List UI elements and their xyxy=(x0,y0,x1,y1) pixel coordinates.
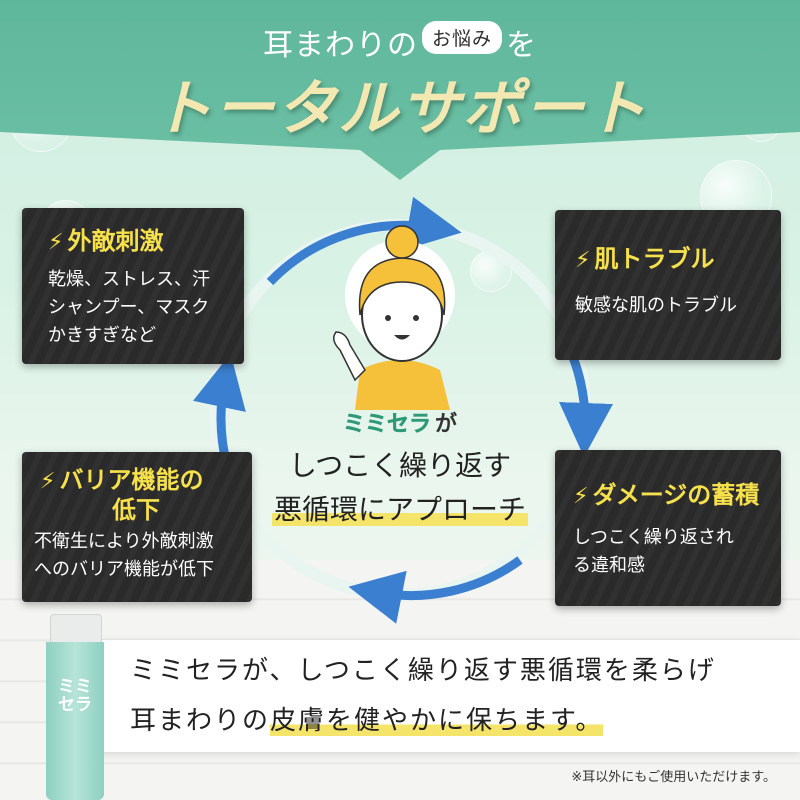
box-damage-accumulation: ⚡ダメージの蓄積 しつこく繰り返され る違和感 xyxy=(555,450,781,606)
header-title: トータルサポート xyxy=(152,74,648,144)
header-subtitle: 耳まわりのお悩みを xyxy=(0,20,800,64)
box-body: 乾燥、ストレス、汗 シャンプー、マスク かきすぎなど xyxy=(48,269,210,346)
character-illustration xyxy=(333,225,450,410)
box-title: ⚡バリア機能の 低下 xyxy=(40,466,204,524)
lightning-icon: ⚡ xyxy=(48,230,64,255)
header-subtitle-before: 耳まわりの xyxy=(262,28,418,63)
box-body: 不衛生により外敵刺激 へのバリア機能が低下 xyxy=(34,531,214,580)
lightning-icon: ⚡ xyxy=(573,484,589,509)
usage-note: ※耳以外にもご使用いただけます。 xyxy=(571,770,776,785)
lightning-icon: ⚡ xyxy=(40,469,56,494)
bottle-body xyxy=(46,642,104,800)
bottle-cap xyxy=(50,614,102,644)
bottom-highlight: 皮膚を健やかに保ちます。 xyxy=(270,706,604,736)
box-title: ⚡肌トラブル xyxy=(555,210,781,276)
box-body: 敏感な肌のトラブル xyxy=(575,295,737,316)
product-bottle: ミミ セラ xyxy=(44,614,106,800)
center-line3: 悪循環にアプローチ xyxy=(271,493,528,526)
bottom-line1: ミミセラが、しつこく繰り返す悪循環を柔らげ xyxy=(130,656,716,686)
header-subtitle-after: を xyxy=(506,28,537,63)
bottom-line2: 耳まわりの皮膚を健やかに保ちます。 xyxy=(130,706,604,736)
box-barrier-decline: ⚡バリア機能の 低下 不衛生により外敵刺激 へのバリア機能が低下 xyxy=(22,452,252,602)
arrow-bottom xyxy=(348,556,523,624)
bottle-label: ミミ セラ xyxy=(58,677,92,715)
arrow-top xyxy=(266,196,462,286)
header-tag: お悩み xyxy=(421,21,502,54)
box-title: ⚡ダメージの蓄積 xyxy=(555,450,781,512)
brand-name: ミミセラ xyxy=(342,412,432,438)
center-message: ミミセラが しつこく繰り返す 悪循環にアプローチ xyxy=(240,406,560,528)
box-external-stimulus: ⚡外敵刺激 乾燥、ストレス、汗 シャンプー、マスク かきすぎなど xyxy=(22,208,244,364)
center-line2: しつこく繰り返す xyxy=(288,449,512,482)
center-particle: が xyxy=(435,412,458,437)
lightning-icon: ⚡ xyxy=(575,248,591,273)
box-skin-trouble: ⚡肌トラブル 敏感な肌のトラブル xyxy=(555,210,781,360)
box-body: しつこく繰り返され る違和感 xyxy=(573,527,734,576)
box-title: ⚡外敵刺激 xyxy=(22,208,244,258)
